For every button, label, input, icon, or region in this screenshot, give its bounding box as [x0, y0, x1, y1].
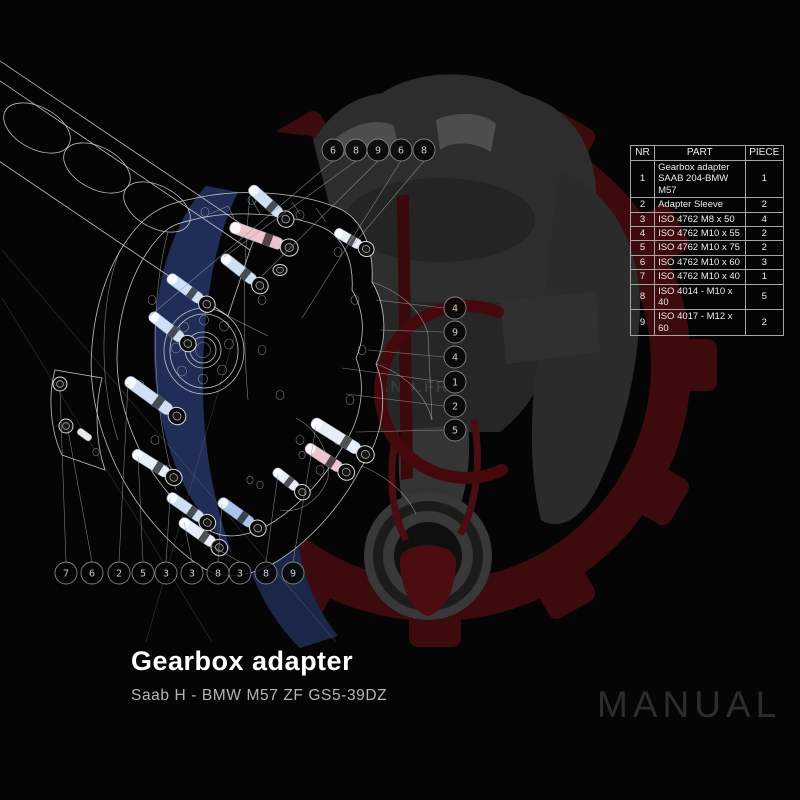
svg-text:8: 8	[263, 569, 269, 580]
svg-text:9: 9	[452, 328, 458, 339]
svg-text:6: 6	[398, 146, 404, 157]
table-row: 4 ISO 4762 M10 x 55 2	[629, 225, 784, 242]
callout-bottom-8: 3	[228, 561, 252, 585]
svg-text:9: 9	[290, 569, 296, 580]
svg-text:4: 4	[452, 304, 458, 315]
parts-table-header-row: NR PART PIECE	[629, 145, 784, 161]
flange-nut	[272, 264, 288, 276]
table-row: 3 ISO 4762 M8 x 50 4	[629, 211, 784, 227]
table-row: 2 Adapter Sleeve 2	[629, 197, 784, 213]
callout-bottom-7: 8	[206, 561, 230, 585]
callout-top-5: 8	[412, 138, 436, 162]
svg-text:5: 5	[140, 569, 146, 580]
adapter-sleeve-stud	[76, 428, 93, 442]
page-title: Gearbox adapter	[131, 646, 354, 676]
svg-text:8: 8	[353, 146, 359, 157]
construction-lines	[1, 249, 337, 643]
table-row: 1 Gearbox adapter SAAB 204-BMW M57 1	[629, 159, 784, 199]
callout-right-4: 1	[443, 370, 467, 394]
callout-bottom-9: 8	[254, 561, 278, 585]
callout-right-6: 5	[443, 418, 467, 442]
callout-bottom-3: 2	[107, 561, 131, 585]
svg-text:3: 3	[237, 569, 243, 580]
svg-text:3: 3	[189, 569, 195, 580]
svg-text:2: 2	[452, 402, 458, 413]
callout-balloons: 6 8 9 6 8 7 6 2 5 3 3 8 3 8 9 4 9 4 1 2 …	[54, 138, 467, 585]
manual-watermark-label: MANUAL	[597, 684, 782, 725]
svg-text:9: 9	[375, 146, 381, 157]
callout-top-3: 9	[366, 138, 390, 162]
svg-text:8: 8	[215, 569, 221, 580]
svg-text:6: 6	[330, 146, 336, 157]
table-row: 5 ISO 4762 M10 x 75 2	[629, 240, 784, 256]
table-row: 6 ISO 4762 M10 x 60 3	[629, 254, 784, 271]
svg-text:1: 1	[452, 378, 458, 389]
header-nr: NR	[629, 145, 656, 161]
svg-text:2: 2	[116, 569, 122, 580]
callout-right-3: 4	[443, 345, 467, 369]
callout-right-5: 2	[443, 394, 467, 418]
title-block: Gearbox adapter Saab H - BMW M57 ZF GS5-…	[131, 646, 387, 705]
callout-top-4: 6	[389, 138, 413, 162]
callout-bottom-1: 7	[54, 561, 78, 585]
callout-top-1: 6	[321, 138, 345, 162]
callout-right-2: 9	[443, 320, 467, 344]
svg-text:3: 3	[163, 569, 169, 580]
svg-text:5: 5	[452, 426, 458, 437]
svg-text:7: 7	[63, 569, 69, 580]
header-part: PART	[654, 145, 746, 161]
callout-bottom-2: 6	[80, 561, 104, 585]
callout-top-2: 8	[344, 138, 368, 162]
callout-bottom-6: 3	[180, 561, 204, 585]
leader-lines	[59, 160, 445, 563]
callout-bottom-10: 9	[281, 561, 305, 585]
svg-text:6: 6	[89, 569, 95, 580]
parts-table: NR PART PIECE 1 Gearbox adapter SAAB 204…	[629, 145, 784, 337]
fastener-bolts	[76, 180, 379, 560]
svg-text:4: 4	[452, 353, 458, 364]
callout-right-1: 4	[443, 296, 467, 320]
callout-bottom-4: 5	[131, 561, 155, 585]
header-piece: PIECE	[744, 145, 784, 161]
table-row: 7 ISO 4762 M10 x 40 1	[629, 269, 784, 285]
table-row: 8 ISO 4014 - M10 x 40 5	[629, 283, 784, 311]
callout-bottom-5: 3	[154, 561, 178, 585]
svg-text:8: 8	[421, 146, 427, 157]
table-row: 9 ISO 4017 - M12 x 60 2	[629, 309, 784, 337]
page-subtitle: Saab H - BMW M57 ZF GS5-39DZ	[131, 687, 388, 704]
